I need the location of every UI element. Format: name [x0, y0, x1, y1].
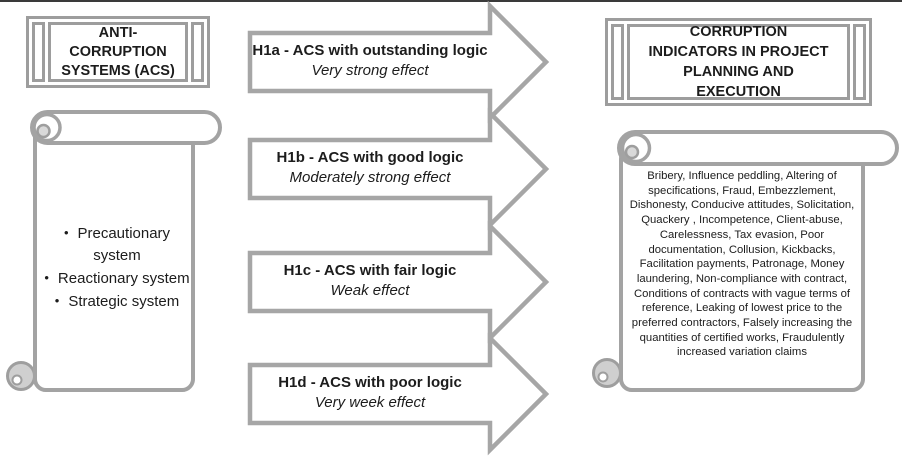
- indicators-scroll-shape: [592, 130, 899, 392]
- indicators-title-text: CORRUPTION INDICATORS IN PROJECT PLANNIN…: [627, 24, 850, 100]
- indicators-title-line: INDICATORS IN PROJECT: [648, 44, 829, 60]
- acs-title-line: ANTI-: [98, 24, 138, 41]
- acs-systems-list: • Precautionary system • Reactionary syste…: [42, 148, 192, 386]
- hypothesis-label: H1c - ACS with fair logic: [283, 262, 457, 279]
- bullet-icon: •: [63, 224, 69, 240]
- acs-title-line: SYSTEMS (ACS): [61, 62, 175, 79]
- arrow-h1d-shape: [247, 332, 550, 456]
- acs-title-line: CORRUPTION: [69, 43, 167, 60]
- list-item-label: Reactionary system: [57, 269, 190, 287]
- effect-label: Weak effect: [330, 282, 410, 299]
- acs-title-text: ANTI- CORRUPTION SYSTEMS (ACS): [48, 22, 188, 82]
- left-side-strip: [611, 24, 624, 100]
- figure-top-rule: [0, 0, 902, 2]
- list-item: • Precautionary system: [42, 222, 192, 267]
- arrow-h1b-shape: [247, 107, 550, 231]
- indicators-title-line: EXECUTION: [696, 84, 781, 100]
- indicators-title-box: CORRUPTION INDICATORS IN PROJECT PLANNIN…: [605, 18, 872, 106]
- arrow-h1c-shape: [247, 220, 550, 344]
- arrow-h1a-shape: [247, 0, 550, 124]
- arrow-h1b-text: H1b - ACS with good logic Moderately str…: [252, 148, 488, 188]
- arrow-h1a-text: H1a - ACS with outstanding logic Very st…: [252, 41, 488, 81]
- bullet-icon: •: [54, 292, 60, 308]
- corruption-indicators-text: Bribery, Influence peddling, Altering of…: [629, 170, 855, 359]
- list-item: • Strategic system: [42, 290, 192, 313]
- indicators-title-line: PLANNING AND: [683, 64, 794, 80]
- list-item-label: Precautionary system: [77, 224, 171, 264]
- hypothesis-label: H1a - ACS with outstanding logic: [252, 42, 488, 59]
- effect-label: Very week effect: [314, 394, 426, 411]
- list-item-label: Strategic system: [68, 292, 180, 310]
- left-side-strip: [32, 22, 45, 82]
- effect-label: Very strong effect: [311, 62, 429, 79]
- right-side-strip: [191, 22, 204, 82]
- right-side-strip: [853, 24, 866, 100]
- hypothesis-label: H1d - ACS with poor logic: [278, 374, 462, 391]
- acs-scroll-shape: [6, 110, 222, 392]
- indicators-title-line: CORRUPTION: [689, 24, 788, 40]
- bullet-icon: •: [44, 269, 49, 285]
- acs-title-box: ANTI- CORRUPTION SYSTEMS (ACS): [26, 16, 210, 88]
- hypothesis-label: H1b - ACS with good logic: [276, 149, 464, 166]
- arrow-h1c-text: H1c - ACS with fair logic Weak effect: [252, 261, 488, 301]
- effect-label: Moderately strong effect: [289, 169, 451, 186]
- list-item: • Reactionary system: [42, 267, 192, 290]
- arrow-h1d-text: H1d - ACS with poor logic Very week effe…: [252, 373, 488, 413]
